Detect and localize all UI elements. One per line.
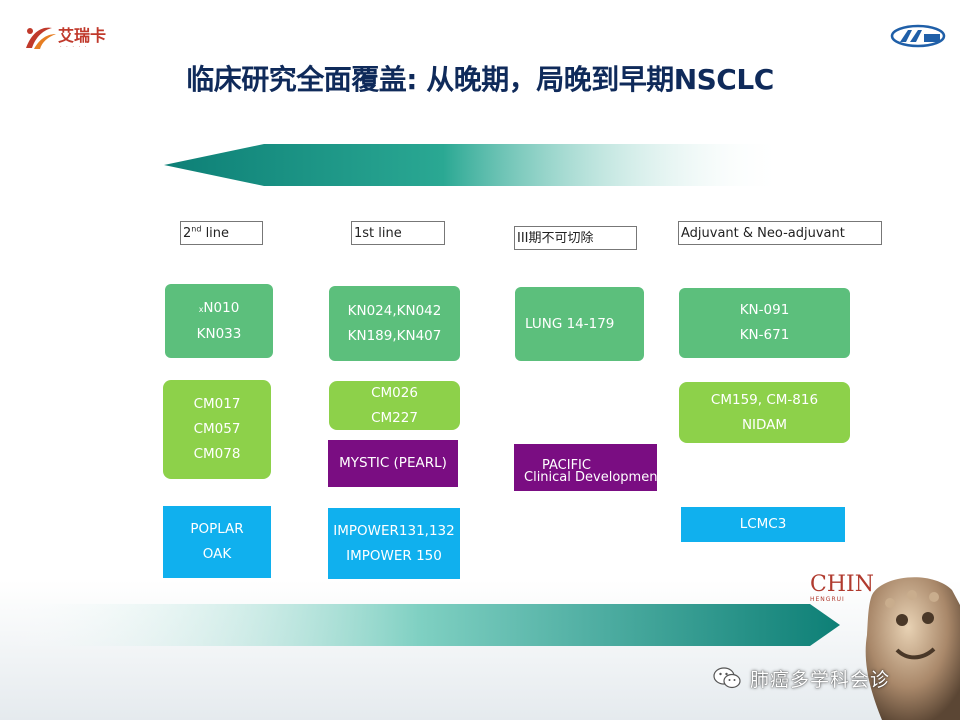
arrow-right-icon bbox=[0, 604, 840, 646]
chin-logo-text: CHIN bbox=[810, 572, 874, 597]
lion-statue-image bbox=[865, 577, 960, 720]
arrow-left-icon bbox=[164, 144, 784, 186]
slide-title: 临床研究全面覆盖: 从晚期，局晚到早期NSCLC bbox=[186, 63, 774, 96]
box-kn-2nd-line-prefix: x bbox=[198, 304, 204, 314]
box-cm-2nd-line-1: CM017 bbox=[193, 396, 241, 412]
box-cm-1st-line: CM026 CM227 bbox=[329, 381, 460, 430]
box-pacific-2: Clinical Development bbox=[524, 470, 657, 485]
wechat-account-label: 肺癌多学科会诊 bbox=[750, 668, 891, 691]
header-adjuvant: Adjuvant & Neo-adjuvant bbox=[678, 221, 882, 245]
header-1st-line: 1st line bbox=[351, 221, 445, 245]
box-cm-adjuvant: CM159, CM-816 NIDAM bbox=[679, 382, 850, 443]
bottom-fade bbox=[0, 580, 960, 720]
box-kn-adjuvant: KN-091 KN-671 bbox=[679, 288, 850, 358]
box-cm-adjuvant-1: CM159, CM-816 bbox=[710, 391, 819, 408]
box-kn-2nd-line-2: KN033 bbox=[196, 325, 242, 342]
box-cm-2nd-line-3: CM078 bbox=[193, 446, 241, 462]
box-kn-adjuvant-1: KN-091 bbox=[739, 302, 790, 318]
box-lung-text: LUNG 14-179 bbox=[525, 315, 615, 332]
header-2nd-line-text: line bbox=[201, 226, 230, 241]
box-impower: IMPOWER131,132 IMPOWER 150 bbox=[328, 508, 460, 579]
header-stage3-unresectable: III期不可切除 bbox=[514, 226, 637, 250]
box-kn-2nd-line: xN010 KN033 bbox=[165, 284, 273, 358]
box-cm-1st-line-1: CM026 bbox=[371, 384, 418, 401]
box-kn-1st-line: KN024,KN042 KN189,KN407 bbox=[329, 286, 460, 361]
header-2nd-line-sup: nd bbox=[191, 224, 202, 234]
box-mystic-text: MYSTIC (PEARL) bbox=[339, 455, 447, 471]
hengrui-logo-icon bbox=[890, 24, 946, 48]
box-cm-2nd-line-2: CM057 bbox=[193, 421, 241, 437]
box-pacific-1: PACIFIC bbox=[542, 458, 591, 473]
chin-logo-sub: HENGRUI bbox=[810, 596, 845, 603]
box-lcmc3-text: LCMC3 bbox=[739, 516, 787, 532]
box-poplar: POPLAR bbox=[190, 521, 244, 537]
header-2nd-line: 2nd line bbox=[180, 221, 263, 245]
airuika-mark-icon bbox=[26, 27, 56, 49]
header-2nd-line-num: 2 bbox=[183, 226, 192, 241]
box-kn-1st-line-2: KN189,KN407 bbox=[347, 327, 442, 344]
box-lung-14-179: LUNG 14-179 bbox=[515, 287, 644, 361]
airuika-logo-name: 艾瑞卡 bbox=[58, 26, 107, 45]
box-pacific: PACIFIC Clinical Development bbox=[514, 444, 657, 491]
box-poplar-oak: POPLAR OAK bbox=[163, 506, 271, 578]
wechat-icon bbox=[713, 667, 741, 689]
box-cm-2nd-line: CM017 CM057 CM078 bbox=[163, 380, 271, 479]
box-impower-2: IMPOWER 150 bbox=[346, 547, 442, 564]
box-kn-2nd-line-1: xN010 bbox=[199, 296, 240, 322]
box-kn-2nd-line-1-text: N010 bbox=[203, 299, 240, 316]
box-impower-1: IMPOWER131,132 bbox=[333, 522, 455, 539]
airuika-logo: 艾瑞卡 · · · · · bbox=[22, 20, 132, 54]
chin-logo: CHIN HENGRUI bbox=[810, 572, 874, 614]
airuika-logo-sub: · · · · · bbox=[60, 44, 88, 50]
wechat-watermark: 肺癌多学科会诊 bbox=[712, 664, 890, 692]
box-cm-1st-line-2: CM227 bbox=[371, 409, 418, 426]
box-kn-adjuvant-2: KN-671 bbox=[739, 327, 790, 343]
box-oak: OAK bbox=[202, 546, 232, 562]
box-kn-1st-line-1: KN024,KN042 bbox=[347, 302, 442, 319]
box-mystic: MYSTIC (PEARL) bbox=[328, 440, 458, 487]
box-lcmc3: LCMC3 bbox=[681, 507, 845, 542]
box-cm-adjuvant-2: NIDAM bbox=[741, 416, 788, 433]
